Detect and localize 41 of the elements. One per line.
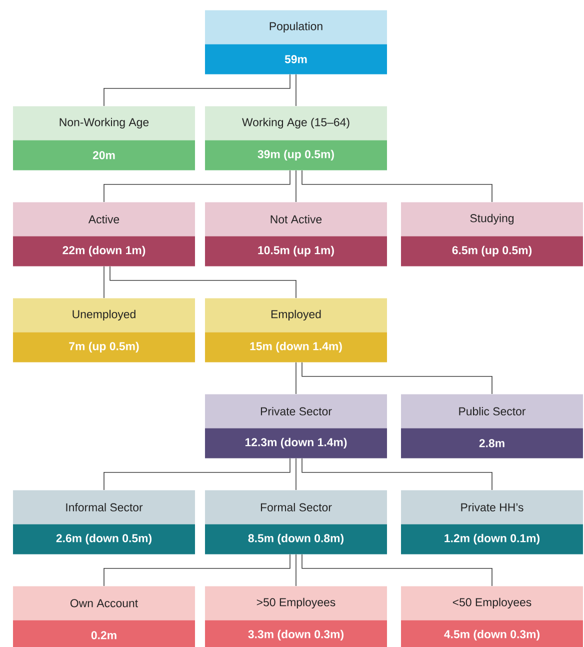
node-label: 2.6m (down 0.5m) [56,534,152,545]
node-label: 39m (up 0.5m) [258,150,334,161]
node-label: 6.5m (up 0.5m) [452,246,532,257]
node-label: 3.3m (down 0.3m) [248,630,344,641]
connector-line [302,458,492,490]
category-box: Formal Sector 8.5m (down 0.8m) [205,490,387,554]
node-label: 20m [92,151,115,160]
node-label: 2.8m [479,439,504,448]
category-box: Working Age (15–64) 39m (up 0.5m) [205,106,387,170]
connector-line [110,266,296,298]
category-box: Public Sector 2.8m [401,394,583,458]
category-box: Population 59m [205,10,387,74]
node-label: 1.2m (down 0.1m) [444,534,540,545]
connector-line [104,554,290,586]
category-box: Private Sector 12.3m (down 1.4m) [205,394,387,458]
category-box: Studying 6.5m (up 0.5m) [401,202,583,266]
connector-line [104,74,290,106]
node-label: 7m (up 0.5m) [69,342,139,353]
category-box: Private HH’s 1.2m (down 0.1m) [401,490,583,554]
category-box: Non-Working Age 20m [13,106,195,170]
node-label: 22m (down 1m) [62,246,146,257]
node-label: 8.5m (down 0.8m) [248,534,344,545]
category-box: Own Account 0.2m [13,586,195,647]
connector-line [104,458,290,490]
category-box: <50 Employees 4.5m (down 0.3m) [401,586,583,647]
connector-line [302,170,492,202]
connector-line [302,362,492,394]
node-label: 15m (down 1.4m) [250,342,342,353]
connector-line [104,170,290,202]
category-box: Active 22m (down 1m) [13,202,195,266]
node-label: 59m [284,55,307,64]
connector-line [302,554,492,586]
category-box: Informal Sector 2.6m (down 0.5m) [13,490,195,554]
category-box: Employed 15m (down 1.4m) [205,298,387,362]
category-box: >50 Employees 3.3m (down 0.3m) [205,586,387,647]
node-label: 10.5m (up 1m) [258,246,334,257]
category-box: Not Active 10.5m (up 1m) [205,202,387,266]
node-label: 4.5m (down 0.3m) [444,630,540,641]
node-label: 12.3m (down 1.4m) [245,438,347,449]
category-box: Unemployed 7m (up 0.5m) [13,298,195,362]
node-label: 0.2m [91,631,116,640]
